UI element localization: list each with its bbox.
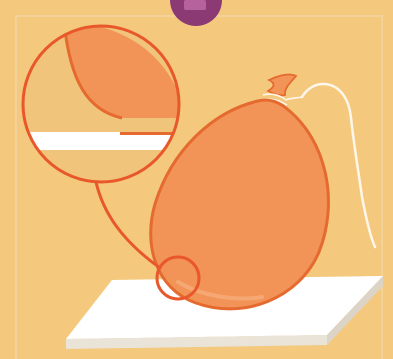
badge-highlight [184,0,206,10]
